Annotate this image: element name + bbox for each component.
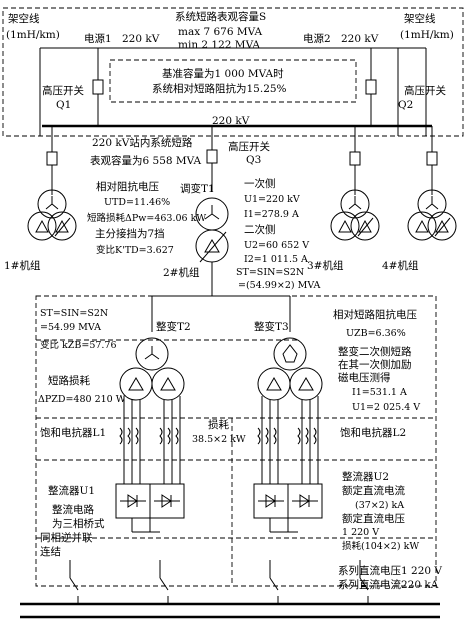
t1-ratio: 变比K'TD=3.627 xyxy=(96,244,174,256)
t3-current: I1=531.1 A xyxy=(352,387,407,398)
t3-impedance-title: 相对短路阻抗电压 xyxy=(333,308,417,321)
reactor-l2-label: 饱和电抗器L2 xyxy=(340,426,406,439)
t1-capacity-line1: ST=SIN=S2N xyxy=(236,267,304,278)
rectifier-u1-note2: 为三相桥式 xyxy=(52,517,105,530)
unit4-label: 4#机组 xyxy=(382,259,419,272)
overhead-line-left-label: 架空线 xyxy=(8,12,40,25)
rectifier-u2 xyxy=(253,483,323,533)
system-capacity-max: max 7 676 MVA xyxy=(178,26,262,38)
t1-transformer xyxy=(195,197,229,263)
rectifier-u2-line3: 额定直流电压 xyxy=(342,512,405,525)
rectifier-u2-title: 整流器U2 xyxy=(342,470,389,483)
source1-label: 电源1 xyxy=(84,32,112,45)
t2-ratio: 变比 kZB=57.76 xyxy=(40,339,117,351)
source1-voltage: 220 kV xyxy=(122,33,160,45)
dc-output-switches xyxy=(69,560,369,604)
dc-voltage: 系列直流电压1 220 V xyxy=(338,564,442,577)
t2-capacity-line2: =54.99 MVA xyxy=(40,322,101,333)
switch-q2 xyxy=(365,79,377,95)
system-frame xyxy=(2,7,464,137)
reactor-l2-coils xyxy=(257,427,317,445)
t1-primary-current: I1=278.9 A xyxy=(244,209,299,220)
switch-q2-label: 高压开关 xyxy=(404,84,446,97)
t3-voltage: U1=2 025.4 V xyxy=(352,402,420,413)
t2-transformer xyxy=(119,337,185,401)
t1-primary-title: 一次侧 xyxy=(244,177,276,190)
t1-secondary-current: I2=1 011.5 A xyxy=(244,254,308,265)
rectifier-u1-note1: 整流电路 xyxy=(52,503,94,516)
t1-primary-voltage: U1=220 kV xyxy=(244,194,300,205)
unit2-label: 2#机组 xyxy=(163,266,200,279)
rectifier-u1-note3: 同相逆并联 xyxy=(40,531,93,544)
t3-impedance-value: UZB=6.36% xyxy=(346,328,406,339)
rectifier-u2-line1: 额定直流电流 xyxy=(342,484,405,497)
t2-title: 整变T2 xyxy=(156,320,191,333)
switch-q1-name: Q1 xyxy=(56,99,71,111)
t1-impedance-title: 相对阻抗电压 xyxy=(96,180,159,193)
t3-note2: 在其一次侧加励 xyxy=(338,358,412,371)
system-capacity-title: 系统短路表观容量S xyxy=(175,10,266,23)
overhead-line-left-spec: (1mH/km) xyxy=(6,29,60,41)
t3-transformer xyxy=(257,337,323,401)
reactor-loss-title: 损耗 xyxy=(208,418,229,431)
dc-current: 系列直流电流220 kA xyxy=(338,578,439,591)
overhead-line-right-label: 架空线 xyxy=(404,12,436,25)
station-short-circuit-line1: 220 kV站内系统短路 xyxy=(92,136,193,149)
switch-q1 xyxy=(92,79,104,95)
t1-impedance-value: UTD=11.46% xyxy=(104,197,170,208)
t1-capacity-line2: =(54.99×2) MVA xyxy=(238,280,321,291)
t3-conductors xyxy=(261,396,319,484)
station-short-circuit-line2: 表观容量为6 558 MVA xyxy=(90,154,202,167)
t1-title: 调变T1 xyxy=(180,182,215,195)
switch-q3-name: Q3 xyxy=(246,154,261,166)
t2-loss-title: 短路损耗 xyxy=(48,374,90,387)
unit1-label: 1#机组 xyxy=(4,259,41,272)
bus-voltage: 220 kV xyxy=(212,115,250,127)
t1-loss: 短路损耗ΔPw=463.06 kW xyxy=(87,212,206,224)
t1-secondary-title: 二次侧 xyxy=(244,223,276,236)
t1-secondary-voltage: U2=60 652 V xyxy=(244,240,309,251)
unit1-transformer xyxy=(27,189,77,241)
t3-title: 整变T3 xyxy=(254,320,289,333)
rectifier-u2-line5: 损耗(104×2) kW xyxy=(342,540,419,552)
reactor-l1-coils xyxy=(119,427,179,445)
system-header: 系统短路表观容量S max 7 676 MVA min 2 122 MVA 架空… xyxy=(6,10,454,51)
t2-conductors xyxy=(123,396,181,484)
rectifier-u2-line4: 1 220 V xyxy=(342,527,379,538)
overhead-line-right-spec: (1mH/km) xyxy=(400,29,454,41)
rectifier-area-frame xyxy=(35,295,437,587)
reference-line2: 系统相对短路阻抗为15.25% xyxy=(152,82,287,95)
t3-note1: 整变二次侧短路 xyxy=(338,345,412,358)
unit4-transformer xyxy=(407,189,457,241)
system-capacity-min: min 2 122 MVA xyxy=(178,39,260,51)
rectifier-u2-line2: (37×2) kA xyxy=(355,500,404,511)
t2-loss-value: ΔPZD=480 210 W xyxy=(38,394,126,405)
reactor-loss-value: 38.5×2 kW xyxy=(192,434,246,445)
unit3-label: 3#机组 xyxy=(307,259,344,272)
unit3-transformer xyxy=(330,189,380,241)
switch-q1-label: 高压开关 xyxy=(42,84,84,97)
rectifier-u1-title: 整流器U1 xyxy=(48,484,95,497)
t2-capacity-line1: ST=SIN=S2N xyxy=(40,308,108,319)
t3-note3: 磁电压测得 xyxy=(338,371,391,384)
switch-q2-name: Q2 xyxy=(398,99,413,111)
t1-tap: 主分接挡为7挡 xyxy=(95,227,165,240)
rectifier-u1-note4: 连结 xyxy=(40,545,61,558)
reference-line1: 基准容量为1 000 MVA时 xyxy=(162,67,284,80)
reactor-l1-label: 饱和电抗器L1 xyxy=(40,426,106,439)
rectifier-u1 xyxy=(115,483,185,533)
source2-label: 电源2 xyxy=(303,32,331,45)
switch-q3-label: 高压开关 xyxy=(228,140,270,153)
source2-voltage: 220 kV xyxy=(341,33,379,45)
reference-box xyxy=(109,59,357,103)
